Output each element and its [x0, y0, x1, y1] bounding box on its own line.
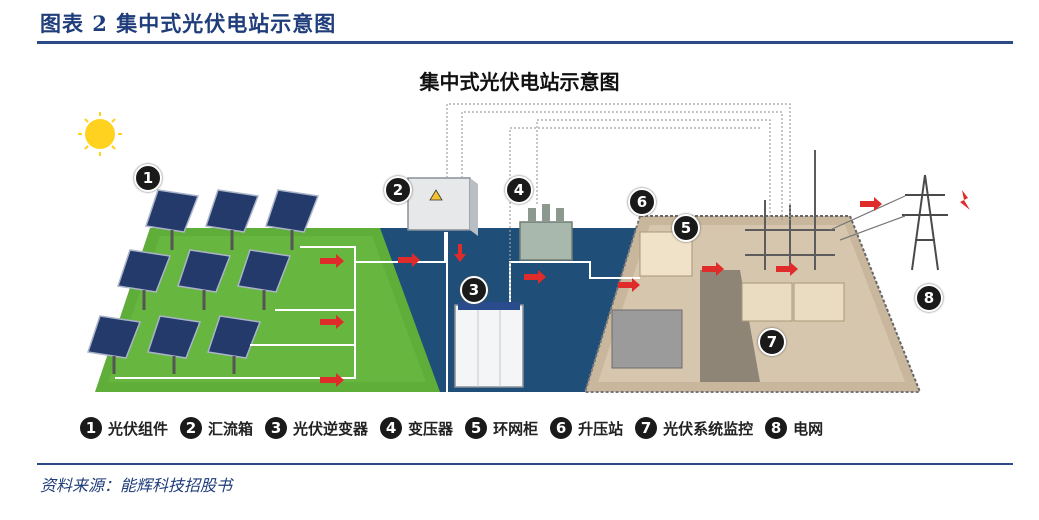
- transformer-yard: [611, 309, 683, 369]
- legend-label: 环网柜: [493, 419, 539, 438]
- combiner-box-icon: [407, 177, 478, 236]
- monitoring-building-left: [741, 282, 793, 322]
- bottom-divider: [37, 463, 1013, 465]
- legend-label: 光伏系统监控: [663, 419, 754, 438]
- legend-label: 汇流箱: [208, 419, 254, 438]
- monitoring-building-right: [793, 282, 845, 322]
- legend-item: 8 电网: [765, 417, 823, 439]
- legend-item: 3 光伏逆变器: [265, 417, 368, 439]
- marker-ring-main-unit: 5: [672, 214, 700, 242]
- figure-header: 图表 2 集中式光伏电站示意图: [40, 11, 337, 36]
- legend-number: 1: [80, 417, 102, 439]
- legend-number: 6: [550, 417, 573, 439]
- top-divider: [37, 41, 1013, 44]
- legend-number: 2: [180, 417, 203, 439]
- legend-number: 3: [265, 417, 288, 439]
- solar-panels: [87, 189, 320, 359]
- legend-number: 5: [465, 417, 488, 439]
- legend-item: 7 光伏系统监控: [635, 417, 753, 439]
- marker-inverter: 3: [460, 276, 488, 304]
- inverter-icon: [454, 302, 524, 388]
- marker-combiner-box: 2: [384, 176, 412, 204]
- marker-transformer: 4: [505, 176, 533, 204]
- flow-arrows: [320, 197, 882, 387]
- marker-grid: 8: [915, 284, 943, 312]
- source-note: 资料来源：能辉科技招股书: [40, 476, 233, 495]
- marker-monitoring: 7: [758, 328, 786, 356]
- legend: 1 光伏组件 2 汇流箱 3 光伏逆变器 4 变压器 5 环网柜 6 升压站 7…: [80, 413, 835, 443]
- legend-label: 光伏组件: [108, 419, 169, 438]
- legend-label: 变压器: [408, 419, 454, 438]
- grid-tower-icon: [902, 174, 948, 271]
- legend-label: 升压站: [578, 419, 624, 438]
- legend-item: 2 汇流箱: [180, 417, 253, 439]
- sun-icon: [78, 112, 122, 156]
- legend-number: 4: [380, 417, 403, 439]
- legend-item: 5 环网柜: [465, 417, 538, 439]
- transformer-icon: [519, 204, 573, 261]
- legend-item: 4 变压器: [380, 417, 453, 439]
- legend-number: 8: [765, 417, 788, 439]
- legend-item: 1 光伏组件: [80, 417, 168, 439]
- legend-number: 7: [635, 417, 658, 439]
- legend-label: 电网: [793, 419, 824, 438]
- marker-pv-modules: 1: [134, 164, 162, 192]
- legend-label: 光伏逆变器: [293, 419, 369, 438]
- marker-step-up-station: 6: [628, 188, 656, 216]
- diagram-title: 集中式光伏电站示意图: [419, 70, 620, 94]
- legend-item: 6 升压站: [550, 417, 623, 439]
- lightning-icon: [960, 190, 970, 210]
